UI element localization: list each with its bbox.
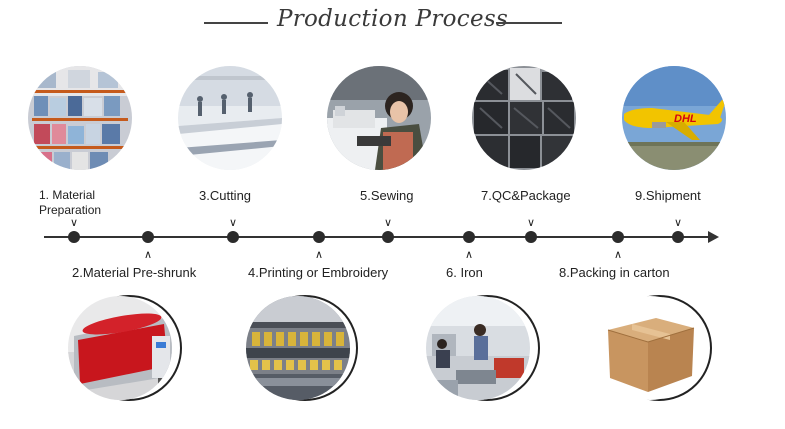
step-3-chevron-down-icon: ∨: [226, 218, 240, 228]
step-8-label: 8.Packing in carton: [559, 265, 670, 280]
step-1-label: 1. Material Preparation: [39, 188, 101, 218]
step-5-photo: [327, 66, 431, 170]
step-9-label: 9.Shipment: [635, 188, 701, 203]
step-5-chevron-down-icon: ∨: [381, 218, 395, 228]
timeline-arrow-icon: [708, 231, 719, 243]
timeline-dot-7: [525, 231, 537, 243]
step-7-label: 7.QC&Package: [481, 188, 571, 203]
step-1-photo: [28, 66, 132, 170]
timeline-dot-9: [672, 231, 684, 243]
step-1-chevron-down-icon: ∨: [67, 218, 81, 228]
step-4-label: 4.Printing or Embroidery: [248, 265, 388, 280]
timeline-dot-1: [68, 231, 80, 243]
step-3-label: 3.Cutting: [199, 188, 251, 203]
step-2-chevron-up-icon: ∧: [141, 250, 155, 260]
step-2-photo: [68, 296, 172, 400]
timeline-dot-5: [382, 231, 394, 243]
timeline-dot-6: [463, 231, 475, 243]
timeline-dot-3: [227, 231, 239, 243]
step-4-chevron-up-icon: ∧: [312, 250, 326, 260]
step-9-photo: DHL: [622, 66, 726, 170]
title-rule-right: [496, 22, 562, 24]
step-2-label: 2.Material Pre-shrunk: [72, 265, 196, 280]
step-8-photo: [598, 296, 702, 400]
step-8-chevron-up-icon: ∧: [611, 250, 625, 260]
timeline-dot-8: [612, 231, 624, 243]
step-9-chevron-down-icon: ∨: [671, 218, 685, 228]
step-6-chevron-up-icon: ∧: [462, 250, 476, 260]
step-6-label: 6. Iron: [446, 265, 483, 280]
plane-logo-text: DHL: [674, 113, 697, 125]
page-title: Production Process: [0, 6, 785, 32]
step-4-photo: [246, 296, 350, 400]
step-7-chevron-down-icon: ∨: [524, 218, 538, 228]
timeline-dot-4: [313, 231, 325, 243]
step-6-photo: [426, 296, 530, 400]
timeline-dot-2: [142, 231, 154, 243]
step-5-label: 5.Sewing: [360, 188, 413, 203]
step-3-photo: [178, 66, 282, 170]
step-7-photo: [472, 66, 576, 170]
